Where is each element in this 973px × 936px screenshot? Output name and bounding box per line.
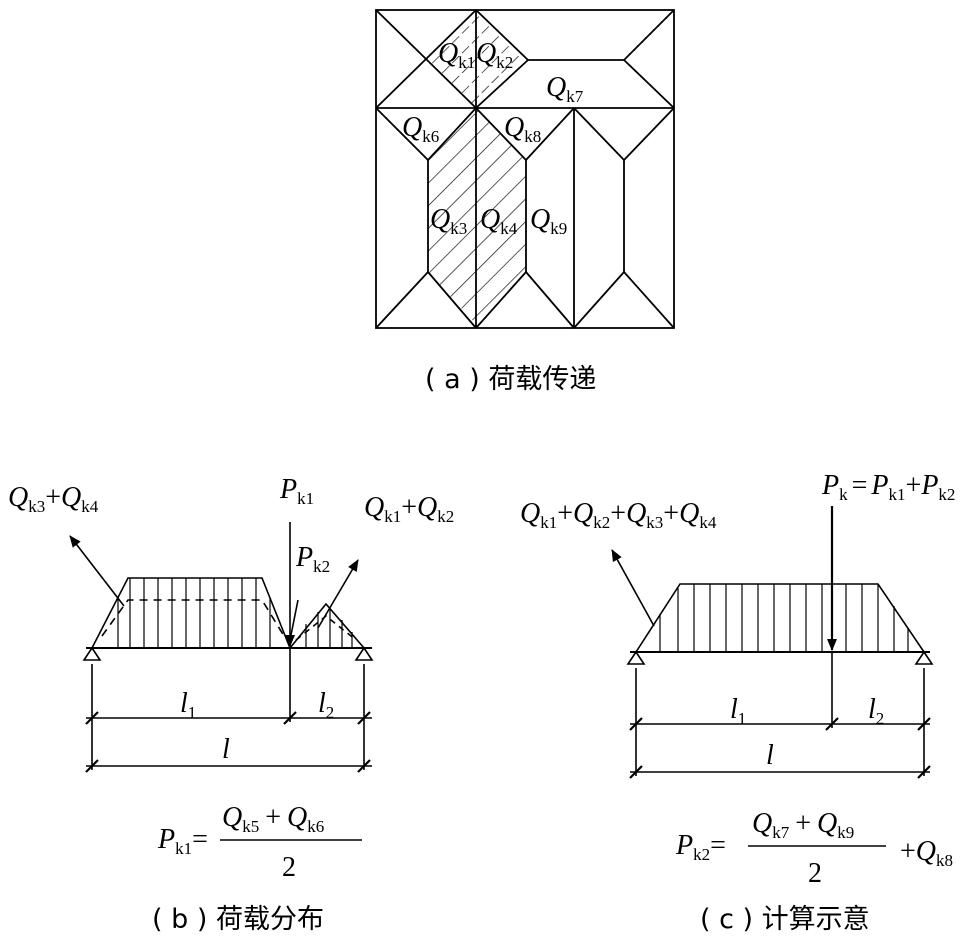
label-c-l1: l1 [730, 694, 746, 728]
support-c-right [914, 650, 934, 665]
label-qk6: Qk6 [402, 112, 439, 146]
caption-c: ( c ) 计算示意 [700, 904, 870, 935]
support-left [82, 646, 102, 661]
label-b-l1: l1 [180, 688, 196, 722]
label-c-left-load: Qk1+Qk2+Qk3+Qk4 [520, 498, 717, 532]
formula-b-lhs: Pk1= [157, 824, 208, 858]
formula-b-denominator: 2 [282, 852, 296, 883]
diagram-c-labels: Qk1+Qk2+Qk3+Qk4 Pk=Pk1+Pk2 l1 l2 l Pk2= … [520, 470, 955, 889]
label-qk1: Qk1 [438, 38, 475, 72]
trapezoid-c-hatch-lines [659, 584, 909, 652]
support-c-left [626, 650, 646, 665]
label-pk1: Pk1 [279, 474, 314, 508]
label-pk2: Pk2 [295, 542, 330, 576]
trapezoid-hatch-lines [117, 578, 271, 648]
formula-c-denominator: 2 [808, 858, 822, 889]
label-qk4: Qk4 [480, 204, 518, 238]
diagram-b [69, 522, 374, 841]
label-b-l2: l2 [318, 688, 334, 722]
label-b-left-load: Qk3+Qk4 [8, 482, 99, 516]
formula-c-tail: +Qk8 [900, 836, 953, 870]
hatched-area-k3k4 [428, 108, 526, 324]
caption-a: ( a ) 荷载传递 [425, 364, 596, 395]
label-b-l: l [222, 734, 230, 765]
label-qk3: Qk3 [430, 204, 467, 238]
label-qk2: Qk2 [476, 38, 513, 72]
label-c-l: l [766, 740, 774, 771]
formula-c-lhs: Pk2= [675, 830, 726, 864]
support-right [354, 646, 374, 661]
label-b-right-load: Qk1+Qk2 [364, 492, 454, 526]
plan-view [375, 9, 675, 329]
hatched-area-k1k2 [428, 12, 528, 108]
label-c-l2: l2 [868, 694, 884, 728]
label-qk9: Qk9 [530, 204, 567, 238]
diagram-c [611, 506, 934, 847]
plan-labels: Qk1 Qk2 Qk7 Qk6 Qk8 Qk3 Qk4 Qk9 [402, 38, 584, 238]
caption-b: ( b ) 荷载分布 [152, 904, 324, 935]
diagram-b-labels: Qk3+Qk4 Qk1+Qk2 Pk1 Pk2 l1 l2 l Pk1= Qk5… [8, 474, 454, 883]
formula-b-numerator: Qk5+Qk6 [222, 802, 324, 836]
label-qk8: Qk8 [504, 112, 541, 146]
formula-c-numerator: Qk7+Qk9 [752, 808, 854, 842]
label-c-point-load: Pk=Pk1+Pk2 [821, 470, 955, 504]
label-qk7: Qk7 [546, 72, 584, 106]
